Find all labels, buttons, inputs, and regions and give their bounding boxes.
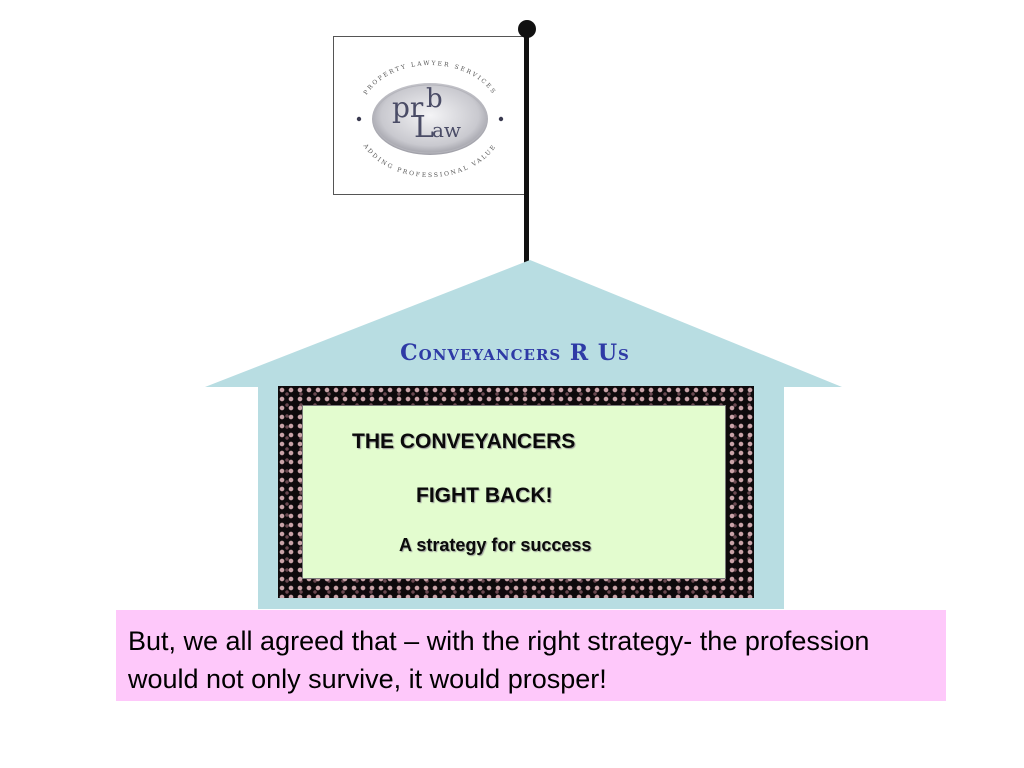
svg-text:L: L [414,110,434,145]
roof-title: Conveyancers R Us [400,340,630,366]
pole-top-ball [518,20,536,38]
caption-text: But, we all agreed that – with the right… [128,626,870,694]
svg-text:aw: aw [432,118,461,142]
svg-text:b: b [426,84,443,114]
caption-box: But, we all agreed that – with the right… [116,610,946,701]
sign-tagline: A strategy for success [399,535,592,555]
house-roof [205,260,842,387]
sign-heading: THE CONVEYANCERS [352,430,576,453]
sign-panel [302,405,726,579]
flag-logo: PROPERTY LAWYER SERVICES ADDING PROFESSI… [333,36,527,195]
flag-pole [524,28,529,312]
company-logo-seal: PROPERTY LAWYER SERVICES ADDING PROFESSI… [356,60,504,179]
svg-text:pr: pr [392,91,424,124]
sign-subheading: FIGHT BACK! [416,484,553,507]
